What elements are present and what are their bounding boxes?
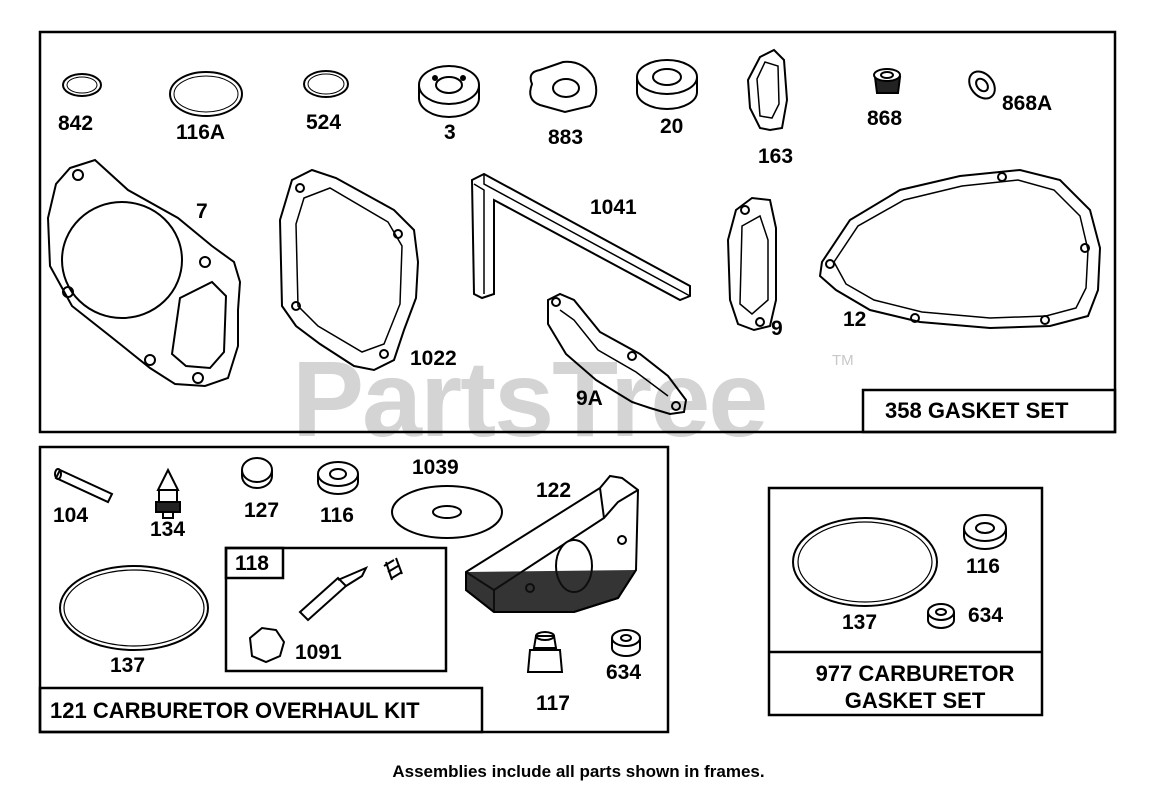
watermark-trademark: TM bbox=[832, 352, 854, 369]
part-20-drawing bbox=[636, 59, 698, 110]
part-137-drawing-b bbox=[792, 517, 938, 607]
frame-subkit-118 bbox=[224, 546, 448, 673]
part-label-137-gasket: 137 bbox=[842, 611, 878, 634]
part-label-883: 883 bbox=[548, 126, 584, 149]
part-868A-drawing bbox=[968, 70, 996, 100]
part-label-9: 9 bbox=[771, 317, 783, 340]
part-label-1039: 1039 bbox=[412, 456, 459, 479]
part-label-163: 163 bbox=[758, 145, 794, 168]
part-127-drawing bbox=[241, 457, 273, 489]
part-label-137-carb: 137 bbox=[110, 654, 146, 677]
frame-subkit-118-label bbox=[224, 546, 285, 580]
watermark-brand: PartsTree bbox=[292, 338, 768, 459]
part-12-drawing bbox=[818, 168, 1102, 330]
part-label-1022: 1022 bbox=[410, 347, 457, 370]
part-label-1091: 1091 bbox=[295, 641, 342, 664]
frame-carb-overhaul-title bbox=[38, 686, 484, 734]
part-label-3: 3 bbox=[444, 121, 456, 144]
frame-carb-gasket bbox=[767, 486, 1044, 717]
part-1039-drawing bbox=[391, 485, 503, 539]
part-134-drawing bbox=[155, 467, 181, 519]
part-label-868A: 868A bbox=[1002, 92, 1053, 115]
kit-title-carb-gasket: 977 CARBURETOR GASKET SET bbox=[790, 660, 1040, 714]
part-137-drawing-a bbox=[59, 565, 209, 651]
part-label-12: 12 bbox=[843, 308, 867, 331]
kit-title-subkit-118: 118 bbox=[235, 552, 269, 575]
part-label-524: 524 bbox=[306, 111, 342, 134]
kit-title-carb-gasket-line1: 977 CARBURETOR bbox=[815, 661, 1015, 686]
part-label-127: 127 bbox=[244, 499, 280, 522]
part-label-9A: 9A bbox=[576, 387, 603, 410]
kit-title-carb-overhaul: 121 CARBURETOR OVERHAUL KIT bbox=[50, 698, 420, 723]
part-116-drawing-a bbox=[317, 461, 359, 495]
part-116-drawing-b bbox=[963, 514, 1007, 550]
part-7-drawing bbox=[46, 158, 242, 388]
part-842-drawing bbox=[62, 73, 102, 97]
part-label-117: 117 bbox=[536, 692, 570, 715]
frame-gasket-set-title bbox=[861, 388, 1117, 434]
frame-gasket-set bbox=[38, 30, 1117, 434]
part-label-116A: 116A bbox=[176, 121, 226, 144]
part-label-116-carb: 116 bbox=[320, 504, 354, 527]
part-label-116-gasket: 116 bbox=[966, 555, 1000, 578]
part-label-104: 104 bbox=[53, 504, 89, 527]
part-1041-drawing bbox=[470, 172, 691, 302]
part-1091-drawing bbox=[248, 557, 403, 664]
footer-note: Assemblies include all parts shown in fr… bbox=[392, 762, 765, 781]
part-label-634-carb: 634 bbox=[606, 661, 642, 684]
kit-title-carb-gasket-line2: GASKET SET bbox=[844, 688, 986, 713]
part-9A-drawing bbox=[547, 292, 688, 416]
part-883-drawing bbox=[529, 60, 598, 114]
part-label-134: 134 bbox=[150, 518, 186, 541]
part-label-122: 122 bbox=[536, 479, 572, 502]
part-label-842: 842 bbox=[58, 112, 94, 135]
part-3-drawing bbox=[418, 65, 480, 118]
part-9-drawing bbox=[726, 196, 777, 332]
part-868-drawing bbox=[873, 68, 902, 94]
kit-title-gasket-set: 358 GASKET SET bbox=[885, 398, 1069, 423]
part-104-drawing bbox=[54, 468, 114, 504]
part-634-drawing-b bbox=[927, 603, 955, 629]
part-label-634-gasket: 634 bbox=[968, 604, 1004, 627]
part-label-7: 7 bbox=[196, 200, 208, 223]
part-label-20: 20 bbox=[660, 115, 684, 138]
part-label-868: 868 bbox=[867, 107, 903, 130]
part-634-drawing-a bbox=[611, 629, 641, 657]
part-122-drawing bbox=[465, 474, 640, 613]
part-524-drawing bbox=[303, 70, 349, 98]
part-116A-drawing bbox=[169, 71, 243, 117]
part-117-drawing bbox=[526, 631, 564, 673]
part-label-1041: 1041 bbox=[590, 196, 637, 219]
part-163-drawing bbox=[746, 48, 789, 132]
part-1022-drawing bbox=[278, 168, 420, 372]
